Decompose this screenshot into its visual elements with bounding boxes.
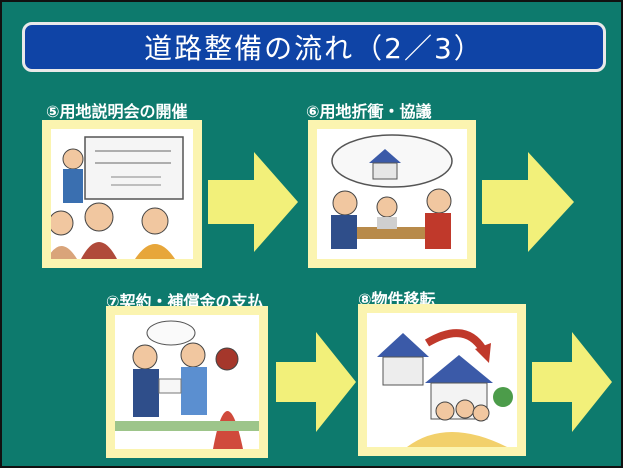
step-6-arrow-icon xyxy=(482,152,574,252)
step-5-label: ⑤用地説明会の開催 xyxy=(46,102,188,121)
step-6-illustration xyxy=(317,129,467,259)
step-7-panel xyxy=(106,306,268,458)
step-6-panel xyxy=(308,120,476,268)
step-8-arrow-icon xyxy=(532,332,612,432)
title-banner: 道路整備の流れ（2／3） xyxy=(22,22,606,72)
step-7-arrow-icon xyxy=(276,332,356,432)
step-6-label: ⑥用地折衝・協議 xyxy=(306,102,432,121)
step-5-panel xyxy=(42,120,202,268)
step-7-illustration xyxy=(115,315,259,449)
step-5-illustration xyxy=(51,129,193,259)
step-5-arrow-icon xyxy=(208,152,298,252)
step-8-panel xyxy=(358,304,526,456)
step-8-illustration xyxy=(367,313,517,447)
slide-title: 道路整備の流れ（2／3） xyxy=(144,32,484,65)
